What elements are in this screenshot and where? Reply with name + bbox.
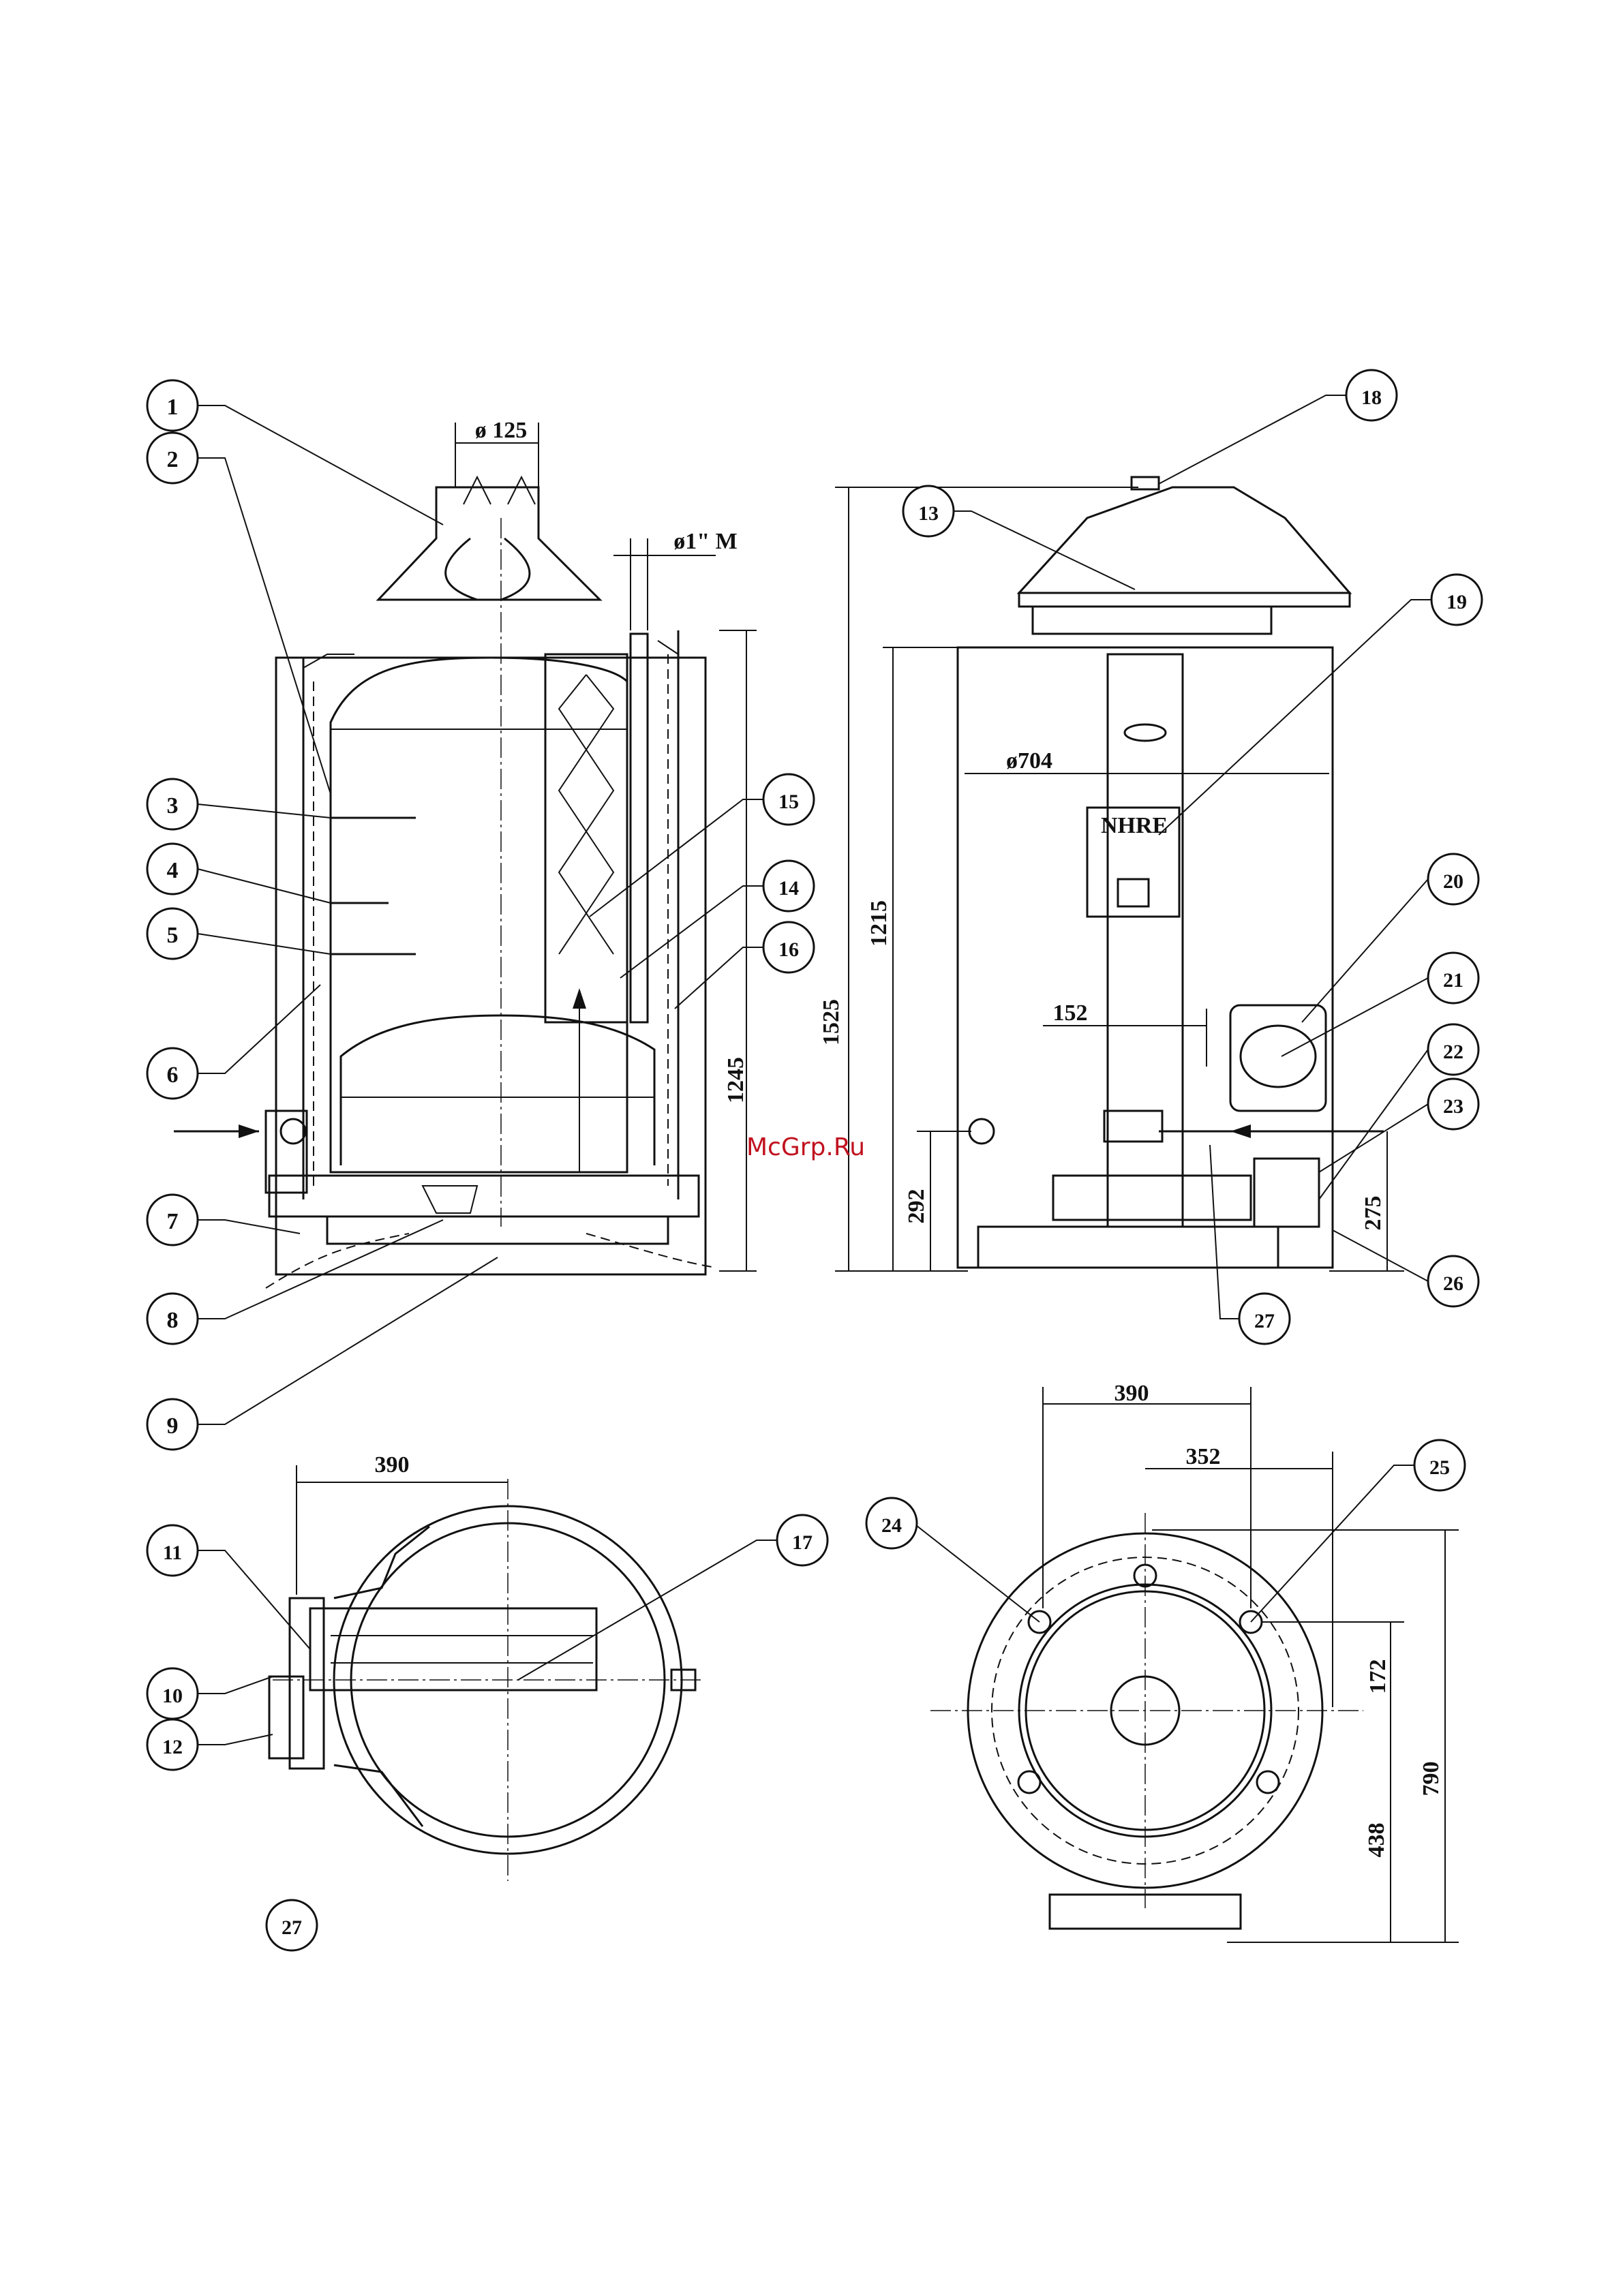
callout-10-label: 10 (162, 1685, 183, 1707)
callout-2: 2 (147, 433, 198, 483)
callout-19: 19 (1431, 575, 1482, 625)
callout-8: 8 (147, 1294, 198, 1344)
dim-flue-diameter: ø 125 (475, 418, 528, 443)
callout-3: 3 (147, 779, 198, 829)
callout-8-label: 8 (167, 1308, 179, 1333)
callout-12-label: 12 (162, 1736, 183, 1758)
callout-22: 22 (1428, 1024, 1478, 1075)
dim-height-292: 292 (904, 1189, 929, 1224)
dim-height-1215: 1215 (866, 900, 892, 947)
callout-26-label: 26 (1443, 1272, 1463, 1295)
callout-18-label: 18 (1361, 386, 1382, 409)
callout-16: 16 (763, 922, 814, 973)
callout-27-legend-label: 27 (282, 1916, 302, 1939)
callout-5-label: 5 (167, 923, 179, 948)
watermark: McGrp.Ru (746, 1133, 865, 1161)
callout-23-label: 23 (1443, 1095, 1463, 1118)
dim-depth-790: 790 (1419, 1762, 1444, 1796)
control-panel-text: NHRE (1101, 813, 1168, 838)
callout-21: 21 (1428, 953, 1478, 1003)
callout-13: 13 (903, 486, 954, 536)
callout-11-label: 11 (163, 1542, 182, 1564)
callout-13-label: 13 (918, 502, 939, 525)
callout-15-label: 15 (778, 791, 799, 813)
callout-1: 1 (147, 380, 198, 431)
callout-16-label: 16 (778, 938, 799, 961)
dim-width-390-bottom: 390 (1114, 1381, 1149, 1406)
callout-27-right: 27 (1239, 1294, 1290, 1344)
dim-height-1245: 1245 (723, 1057, 748, 1103)
dim-width-390-top: 390 (375, 1452, 410, 1478)
callout-14-label: 14 (778, 877, 799, 900)
callout-10: 10 (147, 1668, 198, 1719)
callout-11: 11 (147, 1525, 198, 1576)
callout-21-label: 21 (1443, 969, 1463, 992)
callout-23: 23 (1428, 1079, 1478, 1129)
dim-depth-438: 438 (1364, 1823, 1389, 1858)
callout-7-label: 7 (167, 1209, 179, 1234)
dim-diameter-704: ø704 (1006, 748, 1052, 774)
callout-15: 15 (763, 774, 814, 825)
callout-20-label: 20 (1443, 870, 1463, 893)
callout-1-label: 1 (167, 395, 179, 420)
callout-4-label: 4 (167, 858, 179, 883)
dim-height-1525: 1525 (819, 999, 844, 1045)
callout-9-label: 9 (167, 1413, 179, 1439)
callout-17: 17 (777, 1515, 828, 1565)
dim-offset-152: 152 (1053, 1000, 1088, 1026)
callout-6-label: 6 (167, 1062, 179, 1088)
callout-17-label: 17 (792, 1531, 813, 1554)
callout-5: 5 (147, 908, 198, 959)
callout-27-right-label: 27 (1254, 1310, 1275, 1332)
elevation-view (835, 477, 1404, 1271)
callout-3-label: 3 (167, 793, 179, 818)
callout-7: 7 (147, 1195, 198, 1245)
callout-9: 9 (147, 1399, 198, 1450)
left-plan-view (269, 1465, 702, 1881)
callout-18: 18 (1346, 370, 1397, 420)
callout-22-label: 22 (1443, 1041, 1463, 1063)
dim-height-275: 275 (1361, 1196, 1386, 1231)
callout-24: 24 (866, 1498, 917, 1548)
callout-25: 25 (1414, 1440, 1465, 1490)
callout-2-label: 2 (167, 447, 179, 472)
callout-12: 12 (147, 1719, 198, 1770)
callout-6: 6 (147, 1048, 198, 1099)
callout-19-label: 19 (1446, 591, 1467, 613)
callout-26: 26 (1428, 1256, 1478, 1306)
callout-27-legend: 27 (267, 1900, 317, 1950)
callout-14: 14 (763, 861, 814, 911)
callout-24-label: 24 (881, 1514, 902, 1537)
dim-offset-172: 172 (1365, 1659, 1391, 1694)
callout-4: 4 (147, 844, 198, 894)
callout-20: 20 (1428, 854, 1478, 904)
dim-connection: ø1" M (673, 529, 737, 554)
callout-25-label: 25 (1429, 1456, 1450, 1479)
dim-width-352: 352 (1186, 1444, 1221, 1469)
dimension-labels: ø 125 ø1" M 1245 1525 1215 ø704 152 292 … (375, 418, 1444, 1858)
